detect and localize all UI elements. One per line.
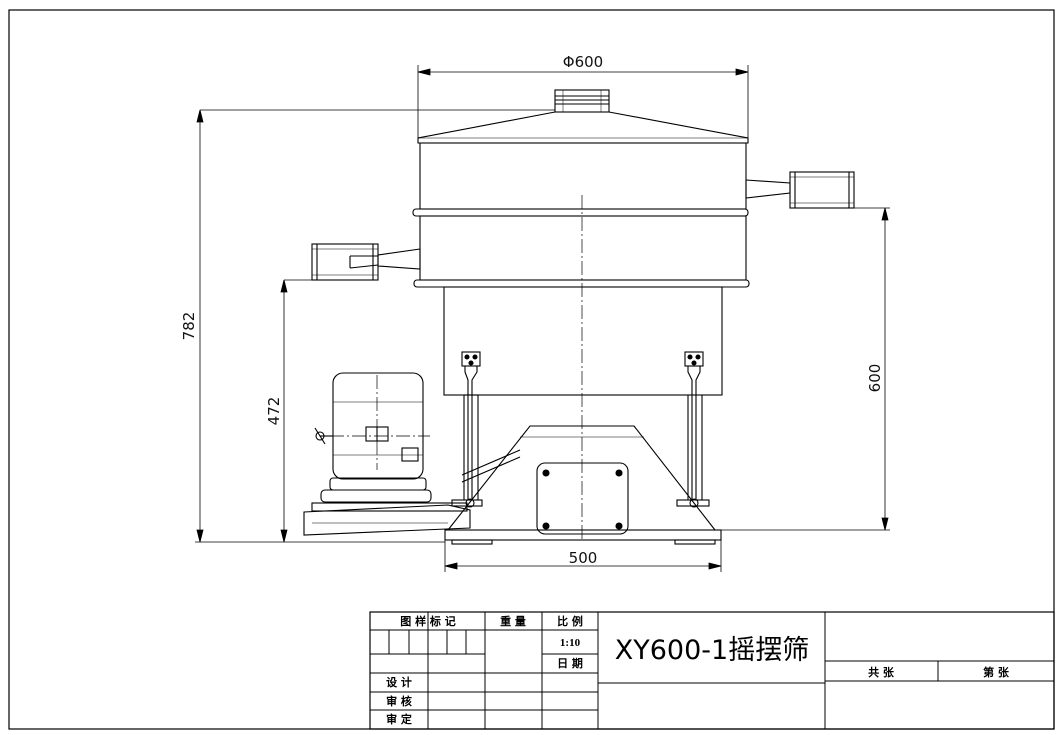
label-weight: 重 量 — [500, 614, 526, 628]
dim-outlet-low-height: 472 — [265, 397, 283, 426]
right-support-leg — [676, 351, 710, 508]
label-sheet-number: 第 张 — [983, 665, 1010, 679]
drawing-frame — [8, 9, 1055, 730]
left-outlet-spout — [377, 248, 421, 270]
label-design: 设 计 — [386, 675, 412, 689]
dim-base-width: 500 — [569, 549, 598, 567]
dim-diameter: Φ600 — [563, 53, 603, 71]
label-date: 日 期 — [557, 656, 583, 670]
label-drawing-mark: 图 样 标 记 — [400, 614, 456, 628]
label-total-sheets: 共 张 — [868, 665, 895, 679]
machine-front-view — [303, 89, 855, 545]
dimension-lines — [195, 65, 890, 572]
upper-screen-frame — [419, 142, 747, 210]
motor-mount — [303, 504, 471, 536]
value-scale: 1:10 — [560, 637, 581, 649]
base-access-plate — [536, 462, 629, 535]
lower-chassis — [443, 286, 723, 396]
lower-screen-frame — [419, 215, 747, 281]
left-support-leg — [451, 351, 483, 508]
label-approve: 审 定 — [386, 712, 412, 726]
top-cover — [417, 111, 749, 144]
dim-total-height: 782 — [180, 312, 198, 341]
label-scale: 比 例 — [557, 614, 583, 628]
motor — [314, 372, 521, 503]
right-outlet — [789, 171, 855, 209]
label-review: 审 核 — [386, 694, 412, 708]
drawing-title: XY600-1摇摆筛 — [615, 635, 809, 666]
base-plate — [444, 529, 722, 541]
title-block — [369, 611, 1055, 730]
left-outlet — [311, 243, 379, 281]
base-frame — [446, 425, 717, 531]
right-outlet-spout — [745, 179, 791, 199]
dim-outlet-high-height: 600 — [866, 364, 884, 393]
